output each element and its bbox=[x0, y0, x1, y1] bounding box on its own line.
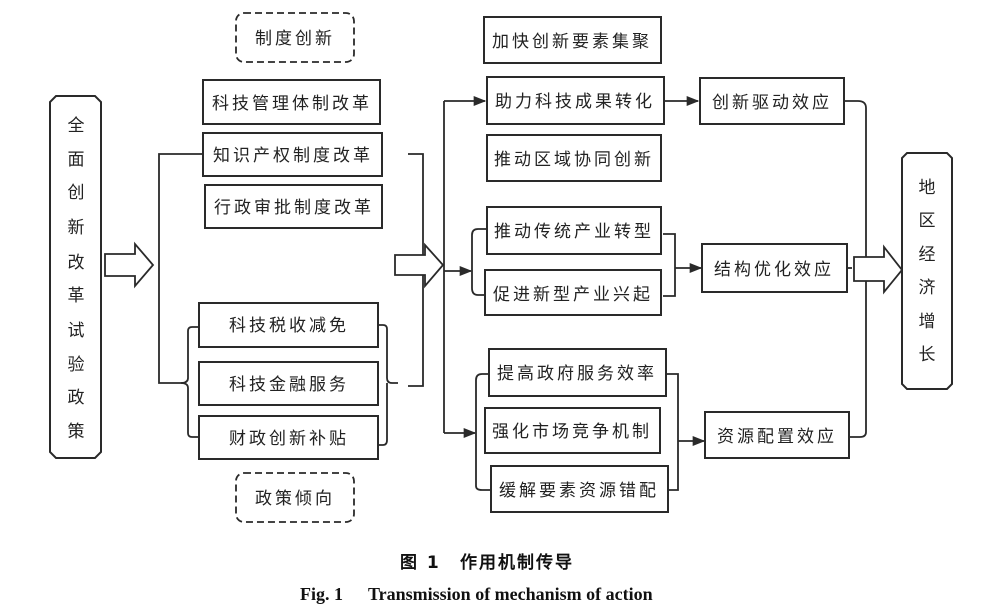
svg-text:推动区域协同创新: 推动区域协同创新 bbox=[494, 150, 654, 170]
caption-en-number: Fig. 1 bbox=[300, 584, 343, 604]
svg-text:助力科技成果转化: 助力科技成果转化 bbox=[495, 92, 655, 112]
svg-text:提高政府服务效率: 提高政府服务效率 bbox=[497, 364, 657, 384]
connector-allocation-brace-right bbox=[666, 373, 679, 491]
node-gather-innovation-factors: 加快创新要素集聚 bbox=[483, 16, 662, 64]
node-resource-allocation-effect: 资源配置效应 bbox=[704, 411, 850, 459]
source-char: 全 bbox=[68, 116, 85, 136]
svg-text:缓解要素资源错配: 缓解要素资源错配 bbox=[499, 481, 659, 501]
connector-policy-brace-right bbox=[378, 324, 398, 446]
caption-cn-title: 作用机制传导 bbox=[460, 552, 574, 573]
target-char: 增 bbox=[919, 312, 936, 332]
node-tech-management-reform: 科技管理体制改革 bbox=[202, 79, 381, 125]
node-fiscal-subsidy: 财政创新补贴 bbox=[198, 415, 379, 460]
group-title-institutional: 制度创新 bbox=[235, 12, 355, 63]
source-node: 全 面 创 新 改 革 试 验 政 策 bbox=[49, 95, 102, 459]
source-char: 策 bbox=[68, 422, 85, 442]
target-node: 地 区 经 济 增 长 bbox=[901, 152, 953, 390]
node-admin-approval-reform: 行政审批制度改革 bbox=[204, 184, 383, 229]
node-tech-tax-relief: 科技税收减免 bbox=[198, 302, 379, 348]
svg-text:资源配置效应: 资源配置效应 bbox=[717, 427, 837, 447]
caption-cn-number: 图 1 bbox=[400, 553, 441, 573]
svg-text:创新驱动效应: 创新驱动效应 bbox=[712, 93, 832, 113]
target-char: 区 bbox=[919, 211, 936, 231]
source-char: 创 bbox=[68, 183, 85, 203]
node-market-competition: 强化市场竞争机制 bbox=[484, 407, 661, 454]
svg-text:强化市场竞争机制: 强化市场竞争机制 bbox=[492, 422, 652, 442]
svg-text:财政创新补贴: 财政创新补贴 bbox=[229, 429, 349, 449]
target-char: 经 bbox=[919, 245, 936, 265]
node-gov-efficiency: 提高政府服务效率 bbox=[488, 348, 667, 397]
svg-text:加快创新要素集聚: 加快创新要素集聚 bbox=[492, 32, 652, 52]
svg-text:政策倾向: 政策倾向 bbox=[255, 489, 335, 509]
node-resource-misallocation: 缓解要素资源错配 bbox=[490, 465, 669, 513]
connector-left-bracket bbox=[158, 153, 203, 384]
source-char: 改 bbox=[68, 253, 85, 273]
svg-text:制度创新: 制度创新 bbox=[255, 29, 335, 49]
connector-structure-brace-left bbox=[471, 228, 487, 296]
source-char: 试 bbox=[68, 321, 85, 341]
svg-text:科技税收减免: 科技税收减免 bbox=[229, 316, 349, 336]
node-traditional-industry: 推动传统产业转型 bbox=[486, 206, 662, 255]
svg-text:行政审批制度改革: 行政审批制度改革 bbox=[214, 198, 374, 218]
source-label: 全 面 创 新 改 革 试 验 政 策 bbox=[68, 116, 85, 442]
fat-arrow-target bbox=[853, 244, 904, 295]
svg-text:知识产权制度改革: 知识产权制度改革 bbox=[213, 146, 373, 166]
source-char: 政 bbox=[68, 388, 85, 408]
svg-text:科技管理体制改革: 科技管理体制改革 bbox=[212, 94, 372, 114]
target-char: 长 bbox=[919, 345, 936, 365]
svg-text:科技金融服务: 科技金融服务 bbox=[229, 375, 349, 395]
node-tech-transfer: 助力科技成果转化 bbox=[486, 76, 665, 125]
svg-text:促进新型产业兴起: 促进新型产业兴起 bbox=[493, 285, 653, 305]
target-char: 济 bbox=[919, 278, 936, 298]
node-tech-finance-service: 科技金融服务 bbox=[198, 361, 379, 406]
svg-text:结构优化效应: 结构优化效应 bbox=[714, 260, 834, 280]
svg-text:推动传统产业转型: 推动传统产业转型 bbox=[494, 222, 654, 242]
figure-caption: 图 1 作用机制传导 Fig. 1 Transmission of mechan… bbox=[300, 552, 653, 604]
source-char: 面 bbox=[68, 150, 85, 170]
node-regional-collab: 推动区域协同创新 bbox=[486, 134, 662, 182]
connector-structure-brace-right bbox=[663, 233, 676, 297]
node-emerging-industry: 促进新型产业兴起 bbox=[484, 269, 662, 316]
source-char: 验 bbox=[68, 355, 85, 375]
target-char: 地 bbox=[919, 178, 936, 198]
connector-policy-brace-left bbox=[180, 326, 199, 438]
fat-arrow-mechanism bbox=[394, 242, 445, 289]
source-char: 新 bbox=[68, 218, 85, 238]
node-ip-reform: 知识产权制度改革 bbox=[202, 132, 383, 177]
node-structure-optimization-effect: 结构优化效应 bbox=[701, 243, 848, 293]
fat-arrow-source bbox=[104, 241, 155, 289]
connector-allocation-brace-left bbox=[475, 373, 491, 491]
target-label: 地 区 经 济 增 长 bbox=[919, 178, 936, 365]
source-char: 革 bbox=[68, 286, 85, 306]
group-title-policy: 政策倾向 bbox=[235, 472, 355, 523]
node-innovation-driven-effect: 创新驱动效应 bbox=[699, 77, 845, 125]
caption-en-title: Transmission of mechanism of action bbox=[368, 584, 653, 604]
